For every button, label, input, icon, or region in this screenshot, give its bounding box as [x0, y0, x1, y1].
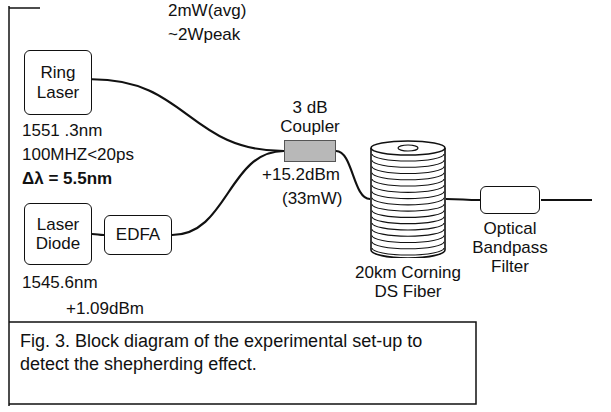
spec-label: 2mW(avg)	[168, 2, 246, 21]
fiber-connector	[92, 79, 284, 151]
fiber-connector	[446, 199, 480, 200]
node-spool: 20km Corning DS Fiber	[350, 140, 466, 301]
component-label: Optical Bandpass Filter	[452, 219, 568, 276]
coupler-body	[284, 140, 336, 162]
fiber-connector	[172, 151, 284, 235]
component-box: Laser Diode	[24, 203, 92, 265]
spool-drawing	[370, 140, 446, 258]
spec-label: (33mW)	[282, 190, 342, 209]
spec-label: ~2Wpeak	[168, 26, 240, 45]
component-label: 3 dB Coupler	[272, 98, 348, 136]
spec-label: +15.2dBm	[262, 166, 340, 185]
node-box: Ring Laser	[24, 50, 92, 115]
fiber-connector	[92, 234, 104, 235]
spec-label: +1.09dBm	[66, 300, 144, 319]
component-label: Ring Laser	[31, 63, 85, 101]
component-box: EDFA	[104, 215, 172, 255]
component-box	[480, 186, 540, 214]
spec-label: 100MHZ<20ps	[22, 146, 134, 165]
component-label: EDFA	[116, 225, 160, 244]
component-label: 20km Corning DS Fiber	[350, 263, 466, 301]
node-box: EDFA	[104, 215, 172, 255]
component-label: Laser Diode	[31, 215, 85, 253]
spec-label: Δλ = 5.5nm	[22, 170, 112, 189]
spec-label: 1545.6nm	[22, 274, 98, 293]
node-coupler: 3 dB Coupler	[272, 98, 348, 162]
fiber-spool	[370, 140, 446, 258]
component-box: Ring Laser	[24, 50, 92, 115]
node-box: Laser Diode	[24, 203, 92, 265]
spec-label: 1551 .3nm	[22, 122, 102, 141]
figure-caption: Fig. 3. Block diagram of the experimenta…	[20, 330, 470, 375]
node-box: Optical Bandpass Filter	[452, 186, 568, 276]
